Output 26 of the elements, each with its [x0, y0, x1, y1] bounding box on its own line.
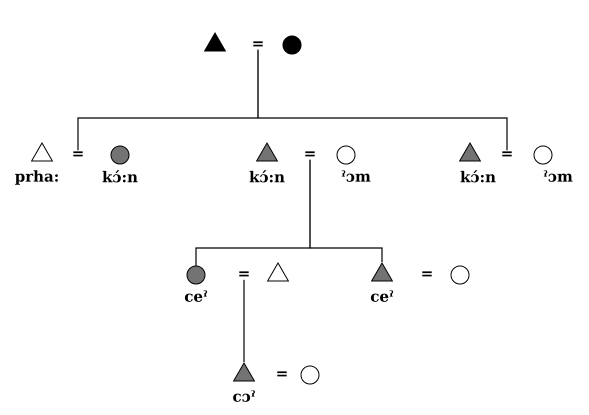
descent-line	[309, 160, 383, 262]
kin-term: kɔ́:n	[460, 170, 496, 182]
kin-term: ceˀ	[184, 290, 208, 302]
kin-term: ceˀ	[370, 290, 394, 302]
female-circle	[534, 146, 552, 164]
marriage-sign: =	[239, 271, 249, 276]
marriage-sign: =	[277, 371, 287, 376]
kin-term: kɔ́:n	[250, 170, 285, 182]
kin-term: prha:	[15, 170, 58, 185]
female-circle	[450, 266, 470, 284]
descent-line	[257, 50, 508, 150]
marriage-sign: =	[502, 151, 512, 156]
marriage-sign: =	[305, 151, 315, 156]
female-circle	[282, 36, 302, 54]
kin-term: ˀɔm	[544, 170, 572, 182]
kin-term: cɔˀ	[233, 390, 255, 402]
female-circle	[300, 366, 320, 384]
female-circle	[110, 146, 130, 164]
marriage-sign: =	[73, 151, 83, 156]
female-circle	[186, 266, 206, 284]
descent-line	[243, 280, 245, 362]
marriage-sign: =	[253, 41, 263, 46]
kin-term: ˀɔm	[342, 170, 370, 182]
kin-term: kɔ́:n	[102, 170, 138, 182]
marriage-sign: =	[422, 271, 432, 276]
female-circle	[336, 146, 356, 164]
